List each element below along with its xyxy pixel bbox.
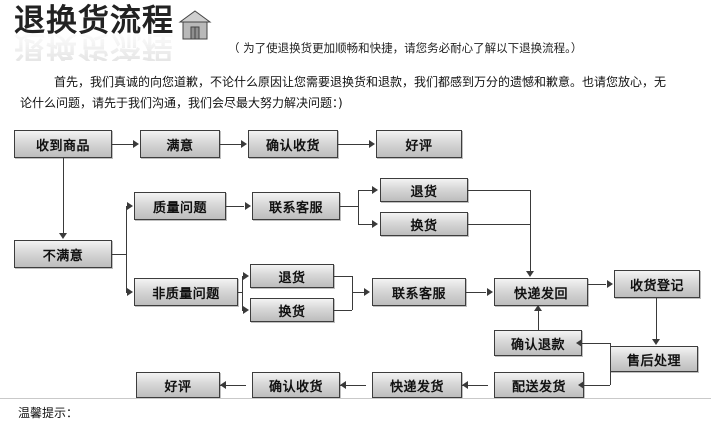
arrow-aftersales-to-delivery — [578, 381, 584, 389]
connector-delivery-to-express — [462, 385, 488, 386]
connector-service2-to-sendback — [466, 292, 486, 293]
flow-node-receipt-register[interactable]: 收货登记 — [614, 270, 700, 298]
flow-node-delivery-ship[interactable]: 配送发货 — [494, 372, 584, 398]
flow-node-return-1[interactable]: 退货 — [380, 178, 468, 202]
arrow-register-to-aftersales — [652, 339, 660, 345]
connector-received-to-satisfied — [112, 144, 134, 145]
flow-node-received-goods[interactable]: 收到商品 — [14, 130, 112, 158]
flow-node-express-send-back[interactable]: 快递发回 — [494, 278, 588, 306]
connector-nonquality-split — [242, 276, 243, 310]
arrow-confirm-to-review — [369, 140, 375, 148]
flow-node-good-review-2[interactable]: 好评 — [136, 372, 220, 398]
connector-confirm-to-review — [338, 144, 370, 145]
flow-node-satisfied[interactable]: 满意 — [140, 130, 220, 158]
arrow-to-service2 — [364, 288, 370, 296]
connector-received-to-dissatisfied — [63, 158, 64, 234]
connector-return2-right — [334, 276, 352, 277]
flow-node-return-2[interactable]: 退货 — [250, 264, 334, 288]
arrow-received-to-dissatisfied — [59, 233, 67, 239]
flow-node-express-ship[interactable]: 快递发货 — [372, 372, 462, 398]
flow-node-dissatisfied[interactable]: 不满意 — [14, 240, 112, 268]
intro-line-1: 首先，我们真诚的向您道歉，不论什么原因让您需要退换货和退款，我们都感到万分的遗憾… — [54, 75, 667, 89]
arrow-sendback-to-register — [607, 280, 613, 288]
connector-aftersales-down — [610, 372, 611, 385]
arrow-to-non-quality-issue — [127, 288, 133, 296]
connector-service1-out — [340, 206, 358, 207]
flow-node-contact-service-1[interactable]: 联系客服 — [252, 192, 340, 220]
connector-sendback-to-register — [588, 284, 606, 285]
connector-aftersales-to-delivery — [584, 385, 610, 386]
connector-quality-to-service — [226, 206, 244, 207]
connector-refund-to-sendback — [538, 306, 539, 330]
connector-confirm-to-review2 — [220, 385, 246, 386]
house-icon — [178, 8, 212, 46]
connector-merge-line-service2 — [352, 292, 364, 293]
intro-paragraph: 首先，我们真诚的向您道歉，不论什么原因让您需要退换货和退款，我们都感到万分的遗憾… — [20, 72, 692, 114]
connector-service1-to-return — [358, 190, 372, 191]
arrow-nonquality-to-exchange2 — [243, 306, 249, 314]
connector-exchange2-right — [334, 310, 352, 311]
arrow-received-to-satisfied — [133, 140, 139, 148]
arrow-express-to-confirm — [340, 381, 346, 389]
arrow-service2-to-sendback — [487, 288, 493, 296]
connector-express-to-confirm — [340, 385, 366, 386]
connector-service1-to-exchange — [358, 224, 372, 225]
connector-register-to-aftersales — [656, 298, 657, 340]
connector-service1-split — [358, 190, 359, 224]
flow-node-contact-service-2[interactable]: 联系客服 — [372, 278, 466, 306]
flow-node-confirm-receipt-2[interactable]: 确认收货 — [252, 372, 340, 398]
flow-node-quality-issue[interactable]: 质量问题 — [134, 192, 226, 220]
arrow-refund-to-sendback — [534, 305, 542, 311]
arrow-nonquality-to-return2 — [243, 272, 249, 280]
flow-node-non-quality-issue[interactable]: 非质量问题 — [134, 278, 238, 306]
footer-tip: 温馨提示： — [18, 406, 79, 420]
arrow-down-to-sendback — [526, 271, 534, 277]
arrow-quality-to-service — [245, 202, 251, 210]
arrow-service1-to-return — [372, 186, 378, 194]
header-note: （ 为了使退换货更加顺畅和快捷，请您务必耐心了解以下退换流程。） — [228, 41, 583, 55]
arrow-aftersales-to-refund — [576, 339, 582, 347]
flow-node-confirm-refund[interactable]: 确认退款 — [494, 330, 582, 356]
connector-merge-to-service2 — [352, 276, 353, 310]
arrow-to-quality-issue — [127, 202, 133, 210]
flow-node-after-sales[interactable]: 售后处理 — [610, 346, 698, 372]
connector-return1-right — [468, 190, 530, 191]
connector-down-to-sendback — [530, 190, 531, 272]
page-header: 退换货流程 — [14, 6, 212, 46]
page-title: 退换货流程 — [14, 3, 174, 39]
connector-exchange1-right — [468, 224, 530, 225]
flow-node-confirm-receipt-1[interactable]: 确认收货 — [248, 130, 338, 158]
connector-aftersales-to-refund — [582, 343, 610, 344]
connector-branch-bus — [126, 206, 127, 292]
connector-aftersales-up — [610, 343, 611, 346]
arrow-service1-to-exchange — [372, 220, 378, 228]
arrow-satisfied-to-confirm — [241, 140, 247, 148]
connector-satisfied-to-confirm — [220, 144, 242, 145]
flow-node-good-review-1[interactable]: 好评 — [376, 130, 462, 158]
connector-nonquality-out — [238, 292, 242, 293]
footer-divider — [0, 398, 711, 399]
connector-dissatisfied-out — [112, 254, 126, 255]
arrow-confirm-to-review2 — [220, 381, 226, 389]
arrow-delivery-to-express — [462, 381, 468, 389]
intro-line-2: 论什么问题，请先于我们沟通，我们会尽最大努力解决问题：) — [20, 96, 343, 110]
flow-node-exchange-2[interactable]: 换货 — [250, 298, 334, 322]
flow-node-exchange-1[interactable]: 换货 — [380, 212, 468, 236]
